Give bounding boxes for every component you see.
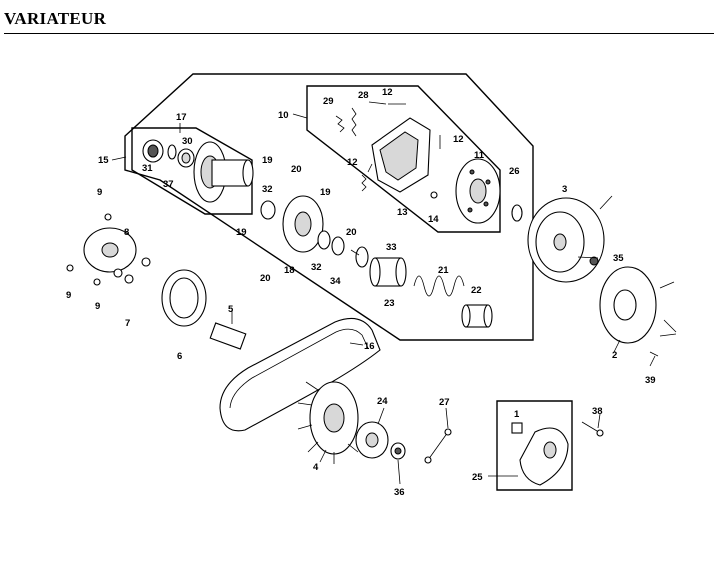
callout-3: 3 [562, 184, 567, 195]
callout-39: 39 [645, 375, 656, 386]
callout-9a: 9 [97, 187, 102, 198]
clutch-bell-and-cover [527, 197, 677, 357]
callout-8: 8 [124, 227, 129, 238]
callout-20c: 20 [260, 273, 271, 284]
callout-22: 22 [471, 285, 482, 296]
callout-5: 5 [228, 304, 234, 315]
callout-31: 31 [142, 163, 153, 174]
callout-33: 33 [386, 242, 397, 253]
callout-4: 4 [313, 462, 319, 473]
drive-pulley-assembly [66, 213, 247, 350]
driven-pulley-assembly [142, 139, 254, 203]
callout-27: 27 [439, 397, 450, 408]
callout-23: 23 [384, 298, 395, 309]
callout-13: 13 [397, 207, 408, 218]
kick-starter-parts [424, 421, 604, 486]
callout-28: 28 [358, 90, 369, 101]
callout-12a: 12 [382, 87, 393, 98]
callout-19a: 19 [262, 155, 273, 166]
page-title: VARIATEUR [4, 9, 107, 28]
callout-25: 25 [472, 472, 483, 483]
callout-10: 10 [278, 110, 289, 121]
group-frame-25 [496, 400, 573, 491]
callout-16: 16 [364, 341, 375, 352]
callout-15: 15 [98, 155, 109, 166]
callout-20b: 20 [346, 227, 357, 238]
callout-6: 6 [177, 351, 182, 362]
callout-labels: 1 2 3 4 5 6 7 8 9 9 9 10 11 12 12 12 13 … [66, 87, 656, 498]
drive-belt [219, 317, 381, 432]
group-frame-10 [306, 85, 501, 233]
callout-30: 30 [182, 136, 193, 147]
title-rule [4, 33, 714, 34]
callout-32b: 32 [311, 262, 322, 273]
callout-21: 21 [438, 265, 449, 276]
clutch-assembly [335, 103, 501, 224]
callout-14: 14 [428, 214, 439, 225]
callout-26: 26 [509, 166, 520, 177]
callout-17: 17 [176, 112, 187, 123]
callout-38: 38 [592, 406, 603, 417]
callout-20a: 20 [291, 164, 302, 175]
fan-drive-face [297, 381, 406, 464]
callout-19c: 19 [236, 227, 247, 238]
callout-32a: 32 [262, 184, 273, 195]
callout-18: 18 [284, 265, 295, 276]
callout-1: 1 [514, 409, 520, 420]
callout-2: 2 [612, 350, 617, 361]
callout-36: 36 [394, 487, 405, 498]
group-frame-15 [124, 73, 534, 341]
callout-29: 29 [323, 96, 334, 107]
callout-19b: 19 [320, 187, 331, 198]
leader-lines [111, 101, 656, 485]
callout-35: 35 [613, 253, 624, 264]
callout-11: 11 [474, 150, 485, 161]
driven-half-and-spring [260, 195, 523, 328]
callout-7: 7 [125, 318, 130, 329]
callout-12c: 12 [347, 157, 358, 168]
callout-37: 37 [163, 179, 174, 190]
group-frame-17 [131, 127, 253, 215]
callout-9b: 9 [66, 290, 71, 301]
callout-12b: 12 [453, 134, 464, 145]
callout-24: 24 [377, 396, 388, 407]
callout-9c: 9 [95, 301, 100, 312]
callout-34: 34 [330, 276, 341, 287]
